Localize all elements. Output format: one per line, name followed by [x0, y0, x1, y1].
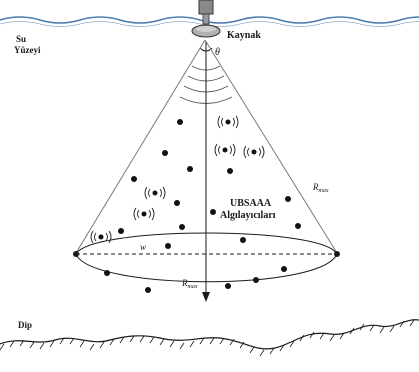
modem-node-icon [90, 230, 112, 244]
base-right-point [334, 251, 340, 257]
seabed-hatching [0, 319, 415, 357]
sensor-dot-icon [281, 266, 287, 272]
cone-left-edge [75, 39, 206, 254]
sensor-dot-icon [253, 277, 259, 283]
modem-node-icon [144, 186, 166, 200]
rmax-center-label: Rmax [181, 278, 198, 290]
rmax-center-main: R [181, 278, 188, 288]
modem-node-icon [243, 145, 265, 159]
sensor-dot-icon [104, 270, 110, 276]
rmax-right-main: R [312, 182, 319, 192]
sensor-dot-icon [165, 243, 171, 249]
sensor-dot-icon [227, 168, 233, 174]
surface-label-line2: Yüzeyi [14, 45, 41, 55]
vertical-axis-arrowhead [202, 292, 210, 302]
sensor-dot-icon [131, 176, 137, 182]
sensor-dot-icon [162, 150, 168, 156]
modem-node-icon [214, 143, 236, 157]
sensor-dot-icon [240, 237, 246, 243]
sensor-dot-icon [118, 228, 124, 234]
modem-node-icon [133, 207, 155, 221]
water-surface-line-2 [0, 21, 419, 27]
rmax-right-sub: max [319, 188, 329, 194]
sensor-dot-icon [145, 287, 151, 293]
source-label: Kaynak [227, 30, 261, 41]
sensor-dot-icon [295, 223, 301, 229]
sensor-dot-icon [285, 196, 291, 202]
sensors-label-line2: Algılayıcıları [220, 210, 276, 221]
sensor-dots [104, 119, 301, 293]
base-left-point [73, 251, 79, 257]
sensor-dot-icon [174, 200, 180, 206]
base-ellipse-front [75, 253, 338, 283]
theta-label: θ [215, 47, 220, 58]
sensor-nodes [90, 115, 265, 244]
sensor-dot-icon [225, 283, 231, 289]
rmax-right-label: Rmax [312, 182, 329, 194]
cone-right-edge [204, 39, 338, 254]
surface-label-line1: Su [16, 34, 26, 44]
modem-node-icon [217, 115, 239, 129]
sensor-dot-icon [179, 224, 185, 230]
bottom-label: Dip [18, 320, 32, 330]
rmax-center-sub: max [188, 284, 198, 290]
sensor-dot-icon [187, 166, 193, 172]
sensors-label-line1: UBSAAA [230, 198, 272, 209]
water-surface-line [0, 16, 419, 24]
transducer-icon [191, 0, 221, 38]
base-ellipse-back [75, 232, 338, 255]
seabed-line [0, 319, 419, 350]
w-label: w [140, 242, 146, 252]
sensor-dot-icon [210, 209, 216, 215]
sensor-dot-icon [177, 119, 183, 125]
